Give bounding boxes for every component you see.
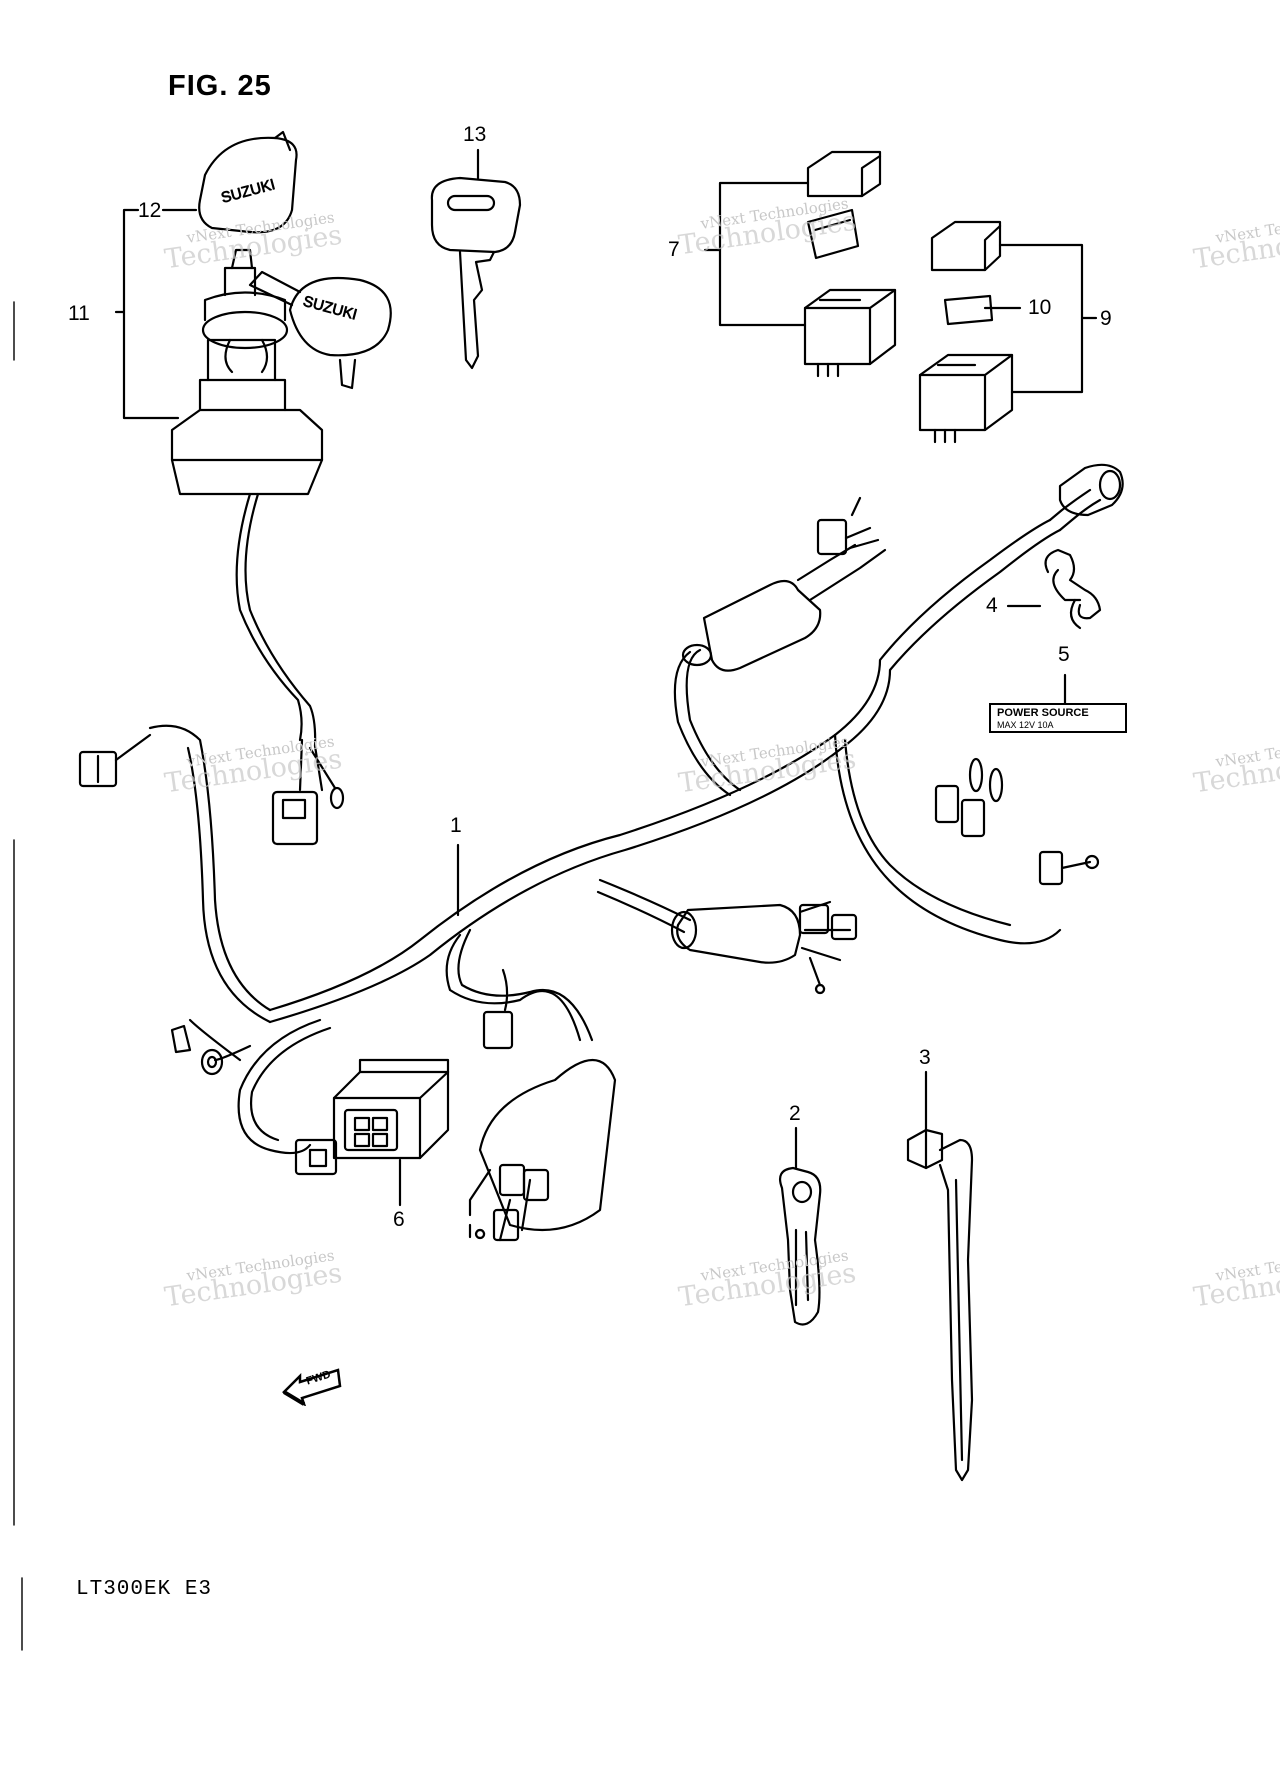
spare-key-icon [430,148,522,370]
callout-5: 5 [1058,643,1070,666]
model-code: LT300EK E3 [76,1578,213,1601]
callout-7: 7 [668,238,680,261]
bracket-7 [703,181,810,327]
relay-cover-2-icon [930,220,1002,272]
fuse-10-icon [943,294,1022,326]
callout-2: 2 [789,1102,801,1125]
key-cap-icon: SUZUKI [198,130,298,234]
ignition-switch-icon [170,248,324,496]
ignition-coil-icon [478,1058,617,1232]
cdi-unit-icon [332,1058,450,1207]
relay-fuse-icon [806,208,860,260]
pickup-coil-icon [676,903,802,964]
ignition-key-icon: SUZUKI [248,270,392,390]
fwd-arrow-icon [282,1368,342,1406]
callout-10: 10 [1028,296,1052,319]
relay-box-2-icon [918,353,1014,444]
power-label-line1: POWER SOURCE [997,707,1089,719]
power-socket-icon [1058,463,1124,517]
relay-cover-icon [806,150,882,198]
callout-12: 12 [138,199,162,222]
callout-3: 3 [919,1046,931,1069]
upper-cap-icon [702,579,822,672]
figure-title: FIG. 25 [168,70,272,102]
key-brand-text: SUZUKI [301,293,359,324]
callout-11: 11 [68,302,90,325]
bracket-11 [114,208,180,420]
cable-tie-icon [906,1070,974,1482]
callout-13: 13 [463,123,487,146]
power-label-line2: MAX 12V 10A [997,720,1054,730]
wiring-harness-icon [78,463,1124,1242]
relay-box-icon [803,288,897,378]
cap-brand-text: SUZUKI [219,176,277,207]
clamp-strap-icon [778,1126,822,1326]
harness-connector-left-icon [78,750,118,788]
bracket-9 [998,243,1098,394]
callout-9: 9 [1100,307,1112,330]
power-source-label: POWER SOURCE MAX 12V 10A [989,703,1127,733]
callout-1: 1 [450,814,462,837]
callout-4: 4 [986,594,998,617]
ignition-connector-icon [271,790,319,846]
callout-6: 6 [393,1208,405,1231]
clamp-icon [1006,548,1102,630]
